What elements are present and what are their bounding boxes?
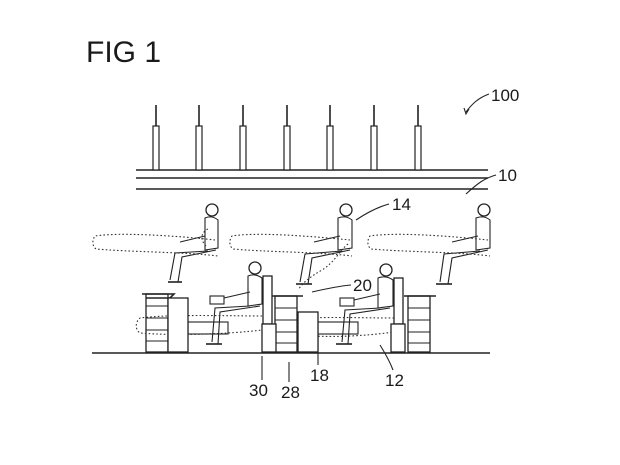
- leader-10: [465, 174, 497, 195]
- lower-seat-row: [135, 261, 406, 353]
- upper-seat-supports: [142, 293, 436, 353]
- label-14: 14: [392, 195, 411, 214]
- lower-seat-supports: [167, 297, 406, 353]
- label-12: 12: [385, 371, 404, 390]
- upper-occupant-2: [229, 203, 353, 291]
- label-100: 100: [491, 86, 519, 105]
- label-30: 30: [249, 381, 268, 400]
- upper-occupant-3: [367, 203, 491, 285]
- leader-20: [311, 284, 352, 293]
- leader-100: [465, 93, 490, 113]
- label-18: 18: [310, 366, 329, 385]
- ceiling-hangers: [152, 105, 422, 171]
- label-28: 28: [281, 383, 300, 402]
- label-10: 10: [498, 166, 517, 185]
- leader-14: [355, 203, 390, 221]
- label-20: 20: [353, 276, 372, 295]
- upper-seat-row: [92, 203, 491, 353]
- leader-12: [379, 344, 394, 371]
- ceiling-structure: [136, 105, 488, 190]
- lower-occupant-1: [135, 261, 273, 345]
- figure-title: FIG 1: [86, 36, 161, 69]
- upper-occupant-1: [92, 203, 219, 283]
- lower-occupant-2: [296, 263, 404, 353]
- leader-100-arrow: [463, 107, 470, 116]
